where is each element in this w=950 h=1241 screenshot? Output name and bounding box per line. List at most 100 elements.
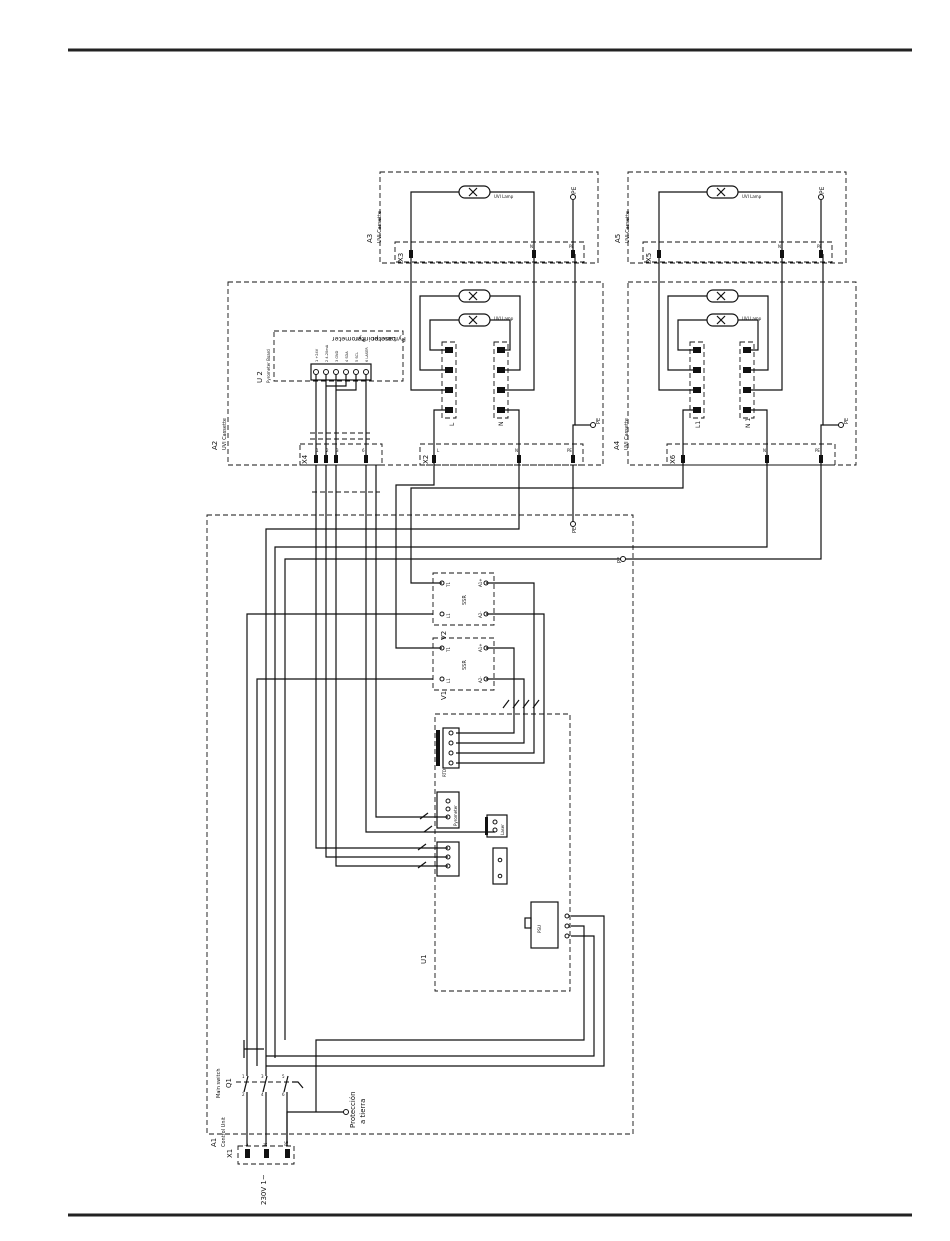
svg-text:SSR: SSR: [462, 595, 468, 605]
svg-text:4: 4: [261, 1092, 264, 1097]
earth-terminal: [343, 1109, 349, 1115]
svg-text:N: N: [530, 244, 533, 249]
svg-text:A1+: A1+: [478, 578, 483, 587]
ssr-v2: V2 SSR T1 L1 A1+ A2-: [432, 572, 495, 640]
svg-text:4 SDA: 4 SDA: [345, 351, 349, 362]
svg-text:A1+: A1+: [478, 643, 483, 652]
svg-text:PE: PE: [819, 186, 826, 194]
svg-text:UVI Cassette: UVI Cassette: [222, 418, 228, 450]
terminal-x6: X6 N PE: [666, 443, 836, 466]
earth-wire: [286, 1111, 345, 1146]
svg-text:5: 5: [282, 1074, 285, 1079]
svg-text:UVI Cassette: UVI Cassette: [625, 211, 631, 243]
svg-text:T1: T1: [446, 647, 451, 653]
main-switch-q1: Main switch Q1 1 2 3 4 5 6: [216, 1069, 304, 1098]
svg-text:N 1: N 1: [745, 418, 752, 428]
svg-text:6: 6: [362, 448, 365, 453]
svg-text:U 2: U 2: [256, 371, 264, 383]
svg-text:2: 2: [242, 1092, 245, 1097]
svg-text:UVI Cassette: UVI Cassette: [624, 418, 630, 450]
svg-text:3 GND: 3 GND: [335, 350, 339, 362]
unit-a1-label: A1 Control Unit: [210, 1117, 227, 1147]
svg-text:a tierra: a tierra: [359, 1099, 367, 1124]
svg-text:X1: X1: [226, 1149, 234, 1158]
terminal-x1: X1 L N PE: [226, 1141, 295, 1165]
svg-text:Laser: Laser: [500, 824, 505, 835]
uvi-lamp-a2-1: [458, 289, 491, 303]
unit-a2-label: A2 UVI Cassette: [211, 418, 228, 450]
svg-text:V2: V2: [440, 631, 448, 640]
svg-text:UVI Lamp: UVI Lamp: [742, 316, 762, 321]
svg-text:PE: PE: [596, 418, 602, 424]
svg-text:Protección: Protección: [349, 1091, 357, 1128]
svg-text:3: 3: [261, 1074, 264, 1079]
svg-text:L1: L1: [695, 421, 702, 428]
svg-text:N: N: [515, 448, 518, 453]
svg-text:Pyrometer: Pyrometer: [453, 805, 458, 826]
svg-text:PE: PE: [569, 244, 574, 249]
svg-text:N: N: [778, 244, 781, 249]
controller-board-u1: U1 RTD Pyrometer Laser P: [420, 713, 571, 992]
svg-text:A2: A2: [211, 441, 219, 450]
terminal-x2: X2 L N PE: [419, 443, 584, 466]
svg-text:PE: PE: [617, 557, 623, 563]
svg-text:U1: U1: [420, 954, 428, 964]
svg-text:1: 1: [316, 448, 319, 453]
svg-text:Laserpointer: Laserpointer: [355, 335, 396, 343]
supply-voltage-label: 230V 1~: [260, 1174, 268, 1205]
svg-text:UVI Lamp: UVI Lamp: [494, 194, 514, 199]
svg-text:A4: A4: [613, 440, 621, 450]
svg-text:6 LASER: 6 LASER: [365, 347, 369, 362]
svg-text:5 SCL: 5 SCL: [355, 352, 359, 362]
uvi-lamp-a2-2: [458, 313, 491, 327]
svg-text:UVI Lamp: UVI Lamp: [494, 316, 514, 321]
svg-text:PE: PE: [815, 448, 820, 453]
svg-text:Pyrometer: Pyrometer: [372, 335, 406, 343]
earth-label: Protección a tierra: [349, 1091, 367, 1128]
cassette-a2-boundary: [227, 281, 604, 466]
svg-text:X6: X6: [669, 454, 677, 464]
svg-text:3: 3: [336, 448, 339, 453]
svg-text:Pyrometer Board: Pyrometer Board: [266, 349, 271, 383]
svg-text:L: L: [437, 448, 440, 453]
svg-text:X4: X4: [301, 454, 309, 464]
unit-a3-label: A3 UVI Cassette: [366, 211, 383, 243]
svg-text:Pyrometer: Pyrometer: [332, 335, 366, 343]
svg-text:SSR: SSR: [462, 660, 468, 670]
svg-text:Q1: Q1: [225, 1078, 233, 1088]
unit-a5-label: A5 UVI Cassette: [614, 211, 631, 243]
pyrometer-board-u2: U 2 Pyrometer Board 1 +24V 2 4-20mA 3 GN…: [256, 330, 406, 383]
svg-text:N: N: [498, 422, 505, 427]
svg-text:L1: L1: [446, 678, 451, 683]
svg-text:Control Unit: Control Unit: [221, 1117, 227, 1147]
svg-text:1 +24V: 1 +24V: [315, 348, 319, 362]
ssr-v1: V1 SSR T1 L1 A1+ A2-: [432, 637, 495, 700]
svg-text:V1: V1: [440, 691, 448, 700]
svg-text:PE: PE: [844, 418, 850, 424]
svg-text:2 4-20mA: 2 4-20mA: [325, 344, 329, 362]
svg-text:T1: T1: [446, 582, 451, 588]
svg-text:X5: X5: [645, 253, 653, 262]
svg-text:PE: PE: [817, 244, 822, 249]
svg-text:RTD: RTD: [442, 769, 447, 777]
svg-text:X3: X3: [397, 253, 405, 262]
svg-text:A3: A3: [366, 234, 374, 243]
terminal-x4: X4 1 2 3 6: [299, 443, 383, 466]
svg-text:A5: A5: [614, 234, 622, 243]
svg-text:N: N: [763, 448, 766, 453]
svg-text:1: 1: [242, 1074, 245, 1079]
uvi-lamp-a4-2: [706, 313, 739, 327]
svg-text:PE: PE: [572, 527, 578, 533]
svg-text:A2-: A2-: [478, 676, 483, 683]
cassette-a5-boundary: [627, 171, 847, 264]
cassette-a4-boundary: [627, 281, 857, 466]
svg-text:L1: L1: [446, 613, 451, 618]
svg-text:PSU: PSU: [537, 925, 542, 933]
svg-text:UVI Lamp: UVI Lamp: [742, 194, 762, 199]
svg-text:UVI Cassette: UVI Cassette: [377, 211, 383, 243]
svg-text:L: L: [449, 422, 456, 426]
svg-text:2: 2: [326, 448, 329, 453]
svg-text:PE: PE: [567, 448, 572, 453]
terminal-x5: X5 N PE: [642, 241, 833, 263]
